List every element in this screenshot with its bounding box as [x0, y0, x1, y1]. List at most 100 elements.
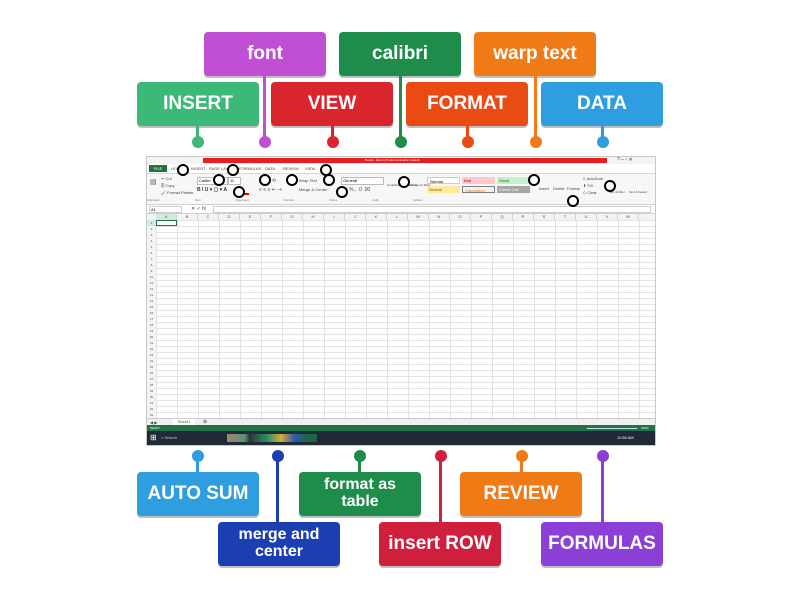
style-normal[interactable]: Normal: [427, 177, 460, 184]
column-header[interactable]: K: [366, 214, 387, 220]
row-header[interactable]: 33: [149, 413, 154, 417]
style-bad[interactable]: Bad: [462, 177, 495, 184]
tab-data[interactable]: DATA: [265, 166, 276, 171]
style-calculation[interactable]: Calculation: [462, 186, 495, 193]
row-header[interactable]: 25: [149, 365, 154, 369]
row-header[interactable]: 31: [149, 401, 154, 405]
row-header[interactable]: 14: [149, 299, 154, 303]
autosum-button[interactable]: Σ AutoSum: [583, 176, 604, 181]
row-header[interactable]: 12: [149, 287, 154, 291]
taskbar-search[interactable]: ⌕ Search: [161, 435, 178, 440]
number-buttons[interactable]: $ ▾ % , .0 .00: [341, 187, 371, 193]
format-as-table-button[interactable]: Format as Table: [409, 183, 431, 187]
row-header[interactable]: 30: [149, 395, 154, 399]
insert-label[interactable]: INSERT: [137, 82, 259, 126]
column-header[interactable]: G: [282, 214, 303, 220]
cut-button[interactable]: ✂ Cut: [161, 176, 172, 181]
column-header[interactable]: T: [555, 214, 576, 220]
row-header[interactable]: 20: [149, 335, 154, 339]
style-check-cell[interactable]: Check Cell: [497, 186, 530, 193]
style-neutral[interactable]: Neutral: [427, 186, 460, 193]
find-select-button[interactable]: Find & Select: [629, 190, 647, 194]
format-label[interactable]: FORMAT: [406, 82, 528, 126]
column-header[interactable]: Q: [492, 214, 513, 220]
column-header[interactable]: R: [513, 214, 534, 220]
column-header[interactable]: P: [471, 214, 492, 220]
view-label[interactable]: VIEW: [271, 82, 393, 126]
font-label[interactable]: font: [204, 32, 326, 76]
tab-insert[interactable]: INSERT: [191, 166, 206, 171]
zoom-slider[interactable]: [587, 428, 637, 429]
number-format-select[interactable]: General: [341, 177, 384, 185]
copy-button[interactable]: ⎘ Copy: [161, 183, 175, 188]
sheet-nav-arrows[interactable]: ◀ ▶: [150, 420, 158, 425]
taskbar-app-icons[interactable]: [227, 434, 317, 442]
row-header[interactable]: 15: [149, 305, 154, 309]
column-header[interactable]: W: [618, 214, 639, 220]
row-header[interactable]: 18: [149, 323, 154, 327]
row-header[interactable]: 11: [149, 281, 154, 285]
format-cells-button[interactable]: Format: [567, 186, 580, 191]
tab-formulas[interactable]: FORMULAS: [239, 166, 262, 171]
column-header[interactable]: J: [345, 214, 366, 220]
fill-button[interactable]: ⬇ Fill: [583, 183, 593, 188]
row-header[interactable]: 27: [149, 377, 154, 381]
window-controls[interactable]: ? – ▫ ✕: [617, 157, 633, 163]
font-size-select[interactable]: 11: [228, 177, 241, 185]
active-cell[interactable]: [156, 220, 177, 226]
new-sheet-button[interactable]: ⊕: [203, 419, 208, 425]
name-box[interactable]: A1: [149, 206, 182, 213]
paste-button[interactable]: ▤: [150, 179, 157, 186]
row-header[interactable]: 10: [149, 275, 154, 279]
row-header[interactable]: 26: [149, 371, 154, 375]
column-header[interactable]: B: [177, 214, 198, 220]
column-header[interactable]: E: [240, 214, 261, 220]
row-header[interactable]: 19: [149, 329, 154, 333]
review-label[interactable]: REVIEW: [460, 472, 582, 516]
row-header[interactable]: 32: [149, 407, 154, 411]
row-header[interactable]: 28: [149, 383, 154, 387]
warp-text-label[interactable]: warp text: [474, 32, 596, 76]
row-header[interactable]: 2: [150, 227, 153, 231]
calibri-label[interactable]: calibri: [339, 32, 461, 76]
cell-grid[interactable]: [156, 220, 655, 418]
column-header[interactable]: L: [387, 214, 408, 220]
row-header[interactable]: 17: [149, 317, 154, 321]
row-header[interactable]: 13: [149, 293, 154, 297]
column-header[interactable]: M: [408, 214, 429, 220]
style-good[interactable]: Good: [497, 177, 530, 184]
row-header[interactable]: 9: [150, 269, 153, 273]
column-header[interactable]: A: [156, 214, 177, 220]
column-header[interactable]: U: [576, 214, 597, 220]
row-header[interactable]: 21: [149, 341, 154, 345]
column-header[interactable]: D: [219, 214, 240, 220]
auto-sum-label[interactable]: AUTO SUM: [137, 472, 259, 516]
data-label[interactable]: DATA: [541, 82, 663, 126]
column-header[interactable]: I: [324, 214, 345, 220]
tab-page-layout[interactable]: PAGE LAYOUT: [209, 166, 237, 171]
formula-input[interactable]: [213, 206, 651, 213]
row-header[interactable]: 6: [150, 251, 153, 255]
tab-review[interactable]: REVIEW: [283, 166, 299, 171]
row-header[interactable]: 24: [149, 359, 154, 363]
column-header[interactable]: S: [534, 214, 555, 220]
font-name-select[interactable]: Calibri: [197, 177, 228, 185]
format-as-table-label[interactable]: format as table: [299, 472, 421, 516]
row-header[interactable]: 16: [149, 311, 154, 315]
insert-row-label[interactable]: insert ROW: [379, 522, 501, 566]
insert-cells-button[interactable]: Insert: [539, 186, 550, 191]
column-header[interactable]: N: [429, 214, 450, 220]
row-header[interactable]: 5: [150, 245, 153, 249]
file-tab[interactable]: FILE: [149, 165, 167, 172]
align-buttons-2[interactable]: ≡ ≡ ≡ ⇤ ⇥: [259, 187, 282, 193]
tab-view[interactable]: VIEW: [305, 166, 316, 171]
sort-filter-button[interactable]: Sort & Filter: [609, 190, 625, 194]
column-header[interactable]: F: [261, 214, 282, 220]
row-header[interactable]: 3: [150, 233, 153, 237]
column-header[interactable]: O: [450, 214, 471, 220]
row-header[interactable]: 22: [149, 347, 154, 351]
wrap-text-button[interactable]: Wrap Text: [299, 178, 317, 183]
row-header[interactable]: 8: [150, 263, 153, 267]
merge-and-center-label[interactable]: merge and center: [218, 522, 340, 566]
